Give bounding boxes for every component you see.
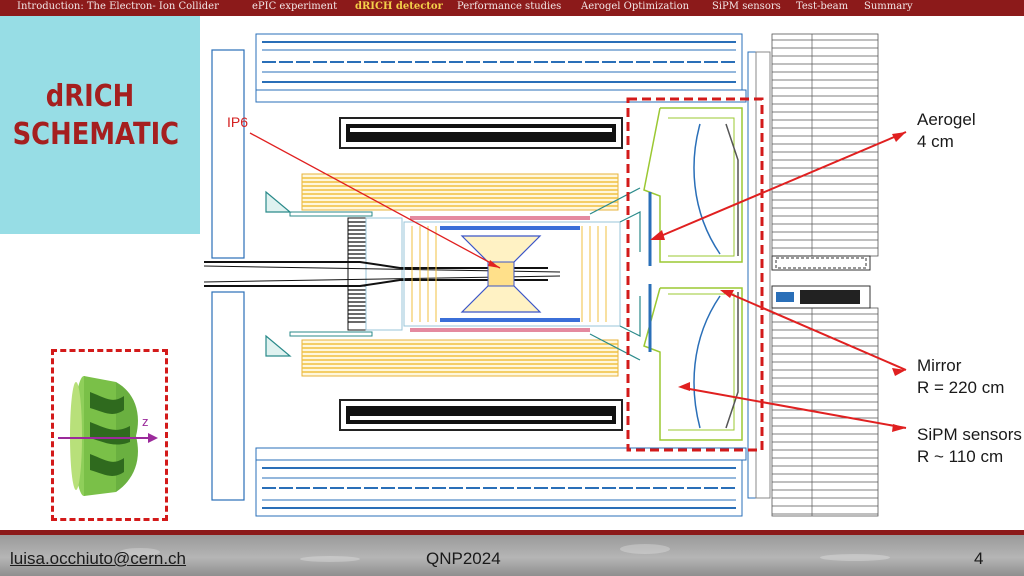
left-triangle-bottom <box>265 334 292 357</box>
slide-title-line1: dRICH <box>45 79 135 114</box>
left-support-top <box>289 211 373 217</box>
annotation-arrows <box>655 131 907 429</box>
nav-item-performance-studies[interactable]: Performance studies <box>457 1 562 12</box>
footer-bar <box>0 530 1024 576</box>
z-axis-label: z <box>142 414 149 429</box>
vertical-rails <box>747 51 771 499</box>
footer-texture <box>120 548 160 556</box>
left-endcap-upper <box>211 49 245 259</box>
slide-title: dRICH SCHEMATIC <box>12 78 180 154</box>
aerogel-annotation: Aerogel 4 cm <box>917 109 976 153</box>
calorimeter-top <box>301 173 619 211</box>
footer-texture <box>820 554 890 561</box>
drich-highlight-box <box>626 97 764 452</box>
magnet-coil-bottom <box>339 399 623 431</box>
left-triangle-top <box>265 190 292 213</box>
nav-item-epic-experiment[interactable]: ePIC experiment <box>252 1 338 12</box>
page-number: 4 <box>974 549 984 568</box>
nav-item-sipm-sensors[interactable]: SiPM sensors <box>712 1 781 12</box>
aerogel-annotation-value: 4 cm <box>917 132 954 151</box>
author-email-link[interactable]: luisa.occhiuto@cern.ch <box>10 549 187 568</box>
slide-title-line2: SCHEMATIC <box>12 117 180 152</box>
forward-calorimeter-bottom <box>771 307 879 517</box>
nav-item-drich-detector[interactable]: dRICH detector <box>355 1 443 12</box>
sipm-annotation-title: SiPM sensors <box>917 425 1022 444</box>
nav-item-test-beam[interactable]: Test-beam <box>796 1 849 12</box>
left-endcap-lower <box>211 291 245 501</box>
footer-texture <box>620 544 670 554</box>
nav-item-introduction[interactable]: Introduction: The Electron- Ion Collider <box>17 1 219 12</box>
drich-3d-illustration <box>58 376 158 496</box>
ip6-arrow-line <box>249 132 501 269</box>
nav-item-aerogel-optimization[interactable]: Aerogel Optimization <box>581 1 690 12</box>
ip6-arrow-head <box>488 260 500 268</box>
forward-calorimeter-cells <box>772 34 878 516</box>
drich-vessel-top <box>643 107 743 266</box>
inner-tracker <box>403 187 641 361</box>
sipm-annotation: SiPM sensors R ~ 110 cm <box>917 424 1022 468</box>
magnet-coil-top <box>339 117 623 149</box>
nav-item-summary[interactable]: Summary <box>864 1 913 12</box>
outer-barrel-bottom <box>255 447 747 517</box>
drich-3d-inset: z <box>51 349 168 521</box>
section-nav: Introduction: The Electron- Ion Collider… <box>0 0 1024 16</box>
conference-name: QNP2024 <box>426 549 501 568</box>
mirror-annotation-title: Mirror <box>917 356 962 375</box>
outer-barrel-top <box>255 33 747 103</box>
aerogel-annotation-title: Aerogel <box>917 110 976 129</box>
footer-texture <box>300 556 360 562</box>
mirror-annotation: Mirror R = 220 cm <box>917 355 1004 399</box>
calorimeter-bottom <box>301 339 619 377</box>
annotation-arrowheads <box>650 132 906 432</box>
forward-calorimeter-top <box>771 33 879 257</box>
mirror-annotation-value: R = 220 cm <box>917 378 1005 397</box>
backward-endcap <box>347 217 403 331</box>
top-navigation-bar <box>0 0 1024 16</box>
left-support-bottom <box>289 331 373 337</box>
forward-beam-elements <box>771 255 871 309</box>
sipm-annotation-value: R ~ 110 cm <box>917 447 1004 466</box>
drich-vessel-bottom <box>643 284 743 441</box>
ip6-label: IP6 <box>227 114 249 130</box>
title-panel <box>0 16 200 234</box>
